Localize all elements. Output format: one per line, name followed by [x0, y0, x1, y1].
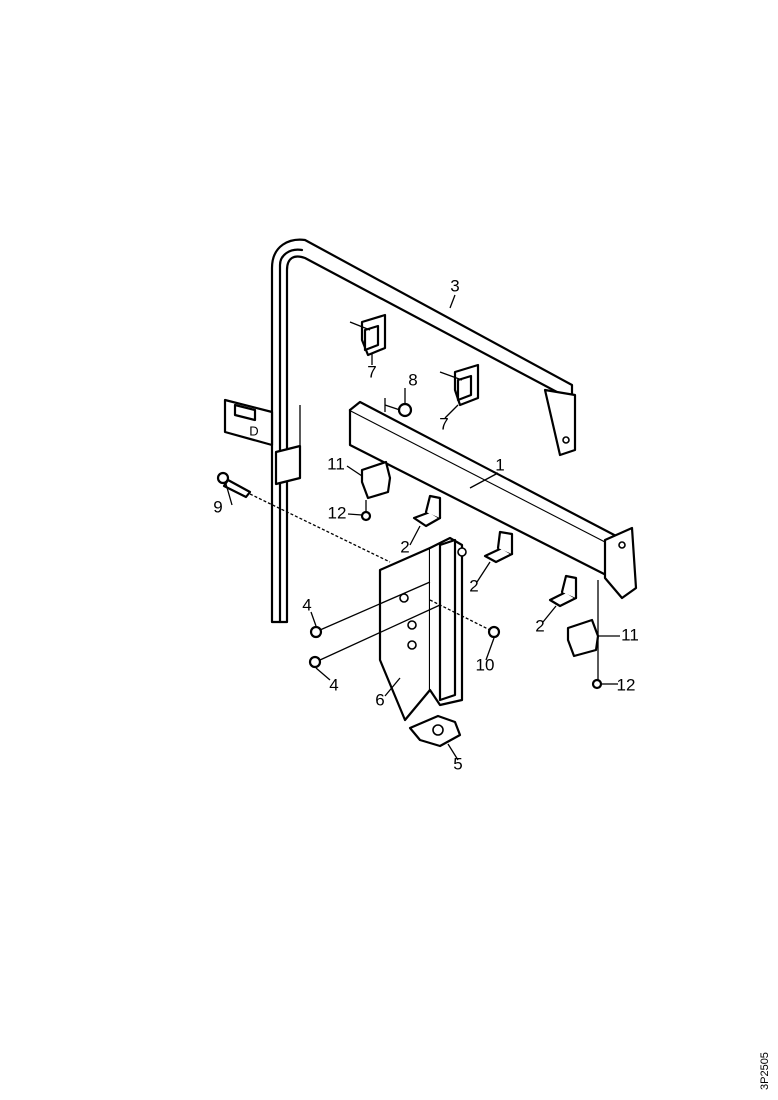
callout-2: 2: [400, 537, 409, 556]
callout-11: 11: [327, 454, 345, 473]
base-plate-part-5: [408, 714, 462, 748]
bolt-part-9: [216, 471, 391, 563]
callout-5: 5: [453, 754, 462, 773]
callout-8: 8: [408, 370, 417, 389]
callout-11: 11: [621, 625, 639, 644]
support-post-part-6: [378, 536, 467, 722]
callout-12: 12: [617, 675, 636, 694]
callout-2: 2: [535, 616, 544, 635]
callout-7: 7: [439, 414, 448, 433]
screw-part-12-left: [360, 500, 372, 522]
crossbar-part-1: [348, 400, 638, 600]
callout-leaders: [225, 294, 620, 761]
screw-part-8: [384, 398, 413, 418]
callout-6: 6: [375, 690, 384, 709]
callout-12: 12: [328, 503, 347, 522]
callout-labels: 1 2 2 2 3 4 4 5 6 7 7 8 9 10 11 11 12 12: [213, 276, 639, 773]
bracket-part-2-b: [483, 530, 514, 564]
callout-2: 2: [469, 576, 478, 595]
callout-3: 3: [450, 276, 459, 295]
hinge-part-7-right: [439, 363, 480, 407]
cap-part-11-right: [566, 618, 600, 658]
screw-part-4-upper: [309, 581, 431, 639]
bracket-part-2-c: [548, 574, 578, 608]
frame-side-bracket: D: [223, 398, 302, 486]
callout-1: 1: [495, 455, 504, 474]
callout-4: 4: [329, 675, 338, 694]
svg-text:D: D: [249, 423, 258, 438]
cap-part-11-left: [360, 460, 392, 500]
callout-9: 9: [213, 497, 222, 516]
callout-10: 10: [476, 655, 495, 674]
drawing-id: 3P2505: [759, 1052, 771, 1090]
screw-part-12-right: [591, 580, 603, 690]
hinge-part-7-left: [349, 313, 387, 357]
bracket-part-2-a: [412, 494, 442, 528]
frame-tube-part-3: [270, 238, 577, 624]
screw-part-4-lower: [308, 604, 441, 669]
callout-7: 7: [367, 362, 376, 381]
nut-part-10: [429, 599, 501, 639]
callout-4: 4: [302, 595, 311, 614]
